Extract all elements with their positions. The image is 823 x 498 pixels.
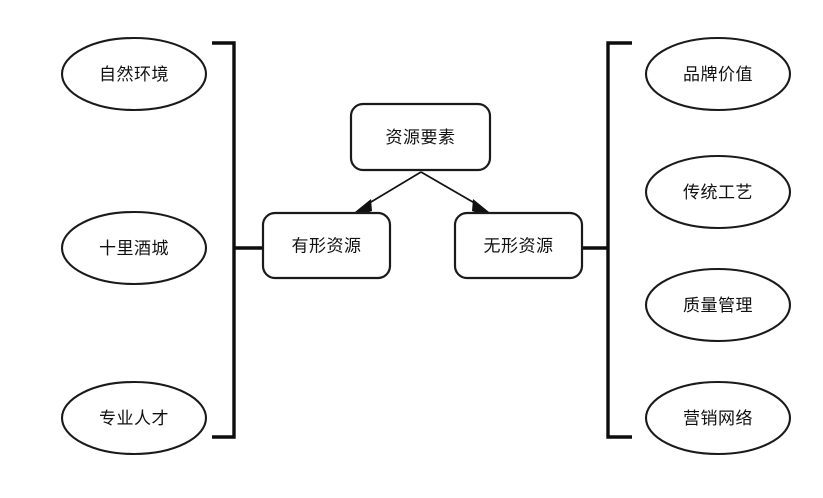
node-tangible-item-2-shape[interactable] bbox=[60, 380, 208, 456]
node-intangible-label: 无形资源 bbox=[484, 237, 554, 257]
node-intangible-item-0-label: 品牌价值 bbox=[683, 65, 753, 85]
node-intangible-item-0-shape[interactable] bbox=[644, 36, 792, 112]
node-intangible-item-2-shape[interactable] bbox=[644, 267, 792, 343]
node-tangible-item-1-label: 十里酒城 bbox=[99, 239, 169, 259]
node-intangible-item-1[interactable]: 传统工艺 bbox=[644, 154, 792, 230]
node-root-label: 资源要素 bbox=[386, 128, 456, 148]
node-intangible-item-1-shape[interactable] bbox=[644, 154, 792, 230]
connector-root-to-intangible bbox=[420, 171, 489, 214]
node-tangible[interactable]: 有形资源 bbox=[261, 211, 392, 280]
node-intangible-item-0[interactable]: 品牌价值 bbox=[644, 36, 792, 112]
node-intangible-item-3-label: 营销网络 bbox=[683, 409, 753, 429]
node-tangible-item-2-label: 专业人才 bbox=[99, 409, 169, 429]
node-tangible-item-2[interactable]: 专业人才 bbox=[60, 380, 208, 456]
node-root-shape[interactable] bbox=[349, 102, 492, 172]
node-intangible-item-3-shape[interactable] bbox=[644, 380, 792, 456]
node-intangible-shape[interactable] bbox=[453, 211, 584, 280]
node-tangible-label: 有形资源 bbox=[292, 237, 362, 257]
right-brace-spine bbox=[606, 41, 632, 439]
connector-root-to-tangible bbox=[355, 171, 422, 214]
connector-line-right bbox=[420, 171, 479, 206]
connector-line-left bbox=[365, 171, 422, 206]
node-intangible-item-2[interactable]: 质量管理 bbox=[644, 267, 792, 343]
node-tangible-item-0[interactable]: 自然环境 bbox=[60, 36, 208, 112]
arrow-head-left bbox=[355, 199, 372, 214]
right-brace bbox=[582, 41, 632, 439]
node-intangible-item-3[interactable]: 营销网络 bbox=[644, 380, 792, 456]
node-intangible-item-2-label: 质量管理 bbox=[683, 296, 753, 316]
node-intangible-item-1-label: 传统工艺 bbox=[683, 183, 753, 203]
left-brace bbox=[212, 41, 263, 439]
node-tangible-shape[interactable] bbox=[261, 211, 392, 280]
node-tangible-item-1-shape[interactable] bbox=[60, 210, 208, 286]
node-tangible-item-0-label: 自然环境 bbox=[99, 65, 169, 85]
arrow-head-right bbox=[472, 199, 489, 214]
node-root[interactable]: 资源要素 bbox=[349, 102, 492, 172]
node-intangible[interactable]: 无形资源 bbox=[453, 211, 584, 280]
left-brace-spine bbox=[212, 41, 236, 439]
node-tangible-item-1[interactable]: 十里酒城 bbox=[60, 210, 208, 286]
node-tangible-item-0-shape[interactable] bbox=[60, 36, 208, 112]
